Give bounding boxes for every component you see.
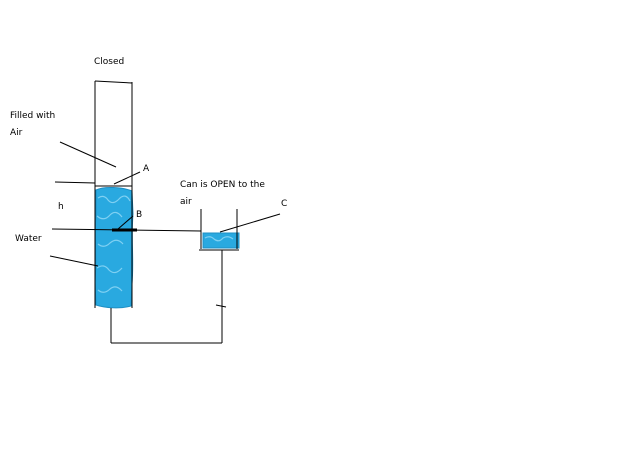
filled-with-label: Filled with [10, 111, 55, 121]
reference-lines [51, 181, 202, 232]
height-label: h [58, 202, 64, 212]
point-a-label: A [143, 164, 150, 174]
water-label: Water [15, 234, 42, 244]
leader-lines [49, 141, 281, 267]
point-b-label: B [136, 210, 142, 220]
can-open-label: Can is OPEN to the [180, 180, 265, 190]
air-label: Air [10, 128, 23, 138]
point-c-label: C [281, 199, 287, 209]
can-air-label: air [180, 197, 192, 207]
closed-label: Closed [94, 57, 124, 67]
closed-tube [94, 80, 133, 308]
tube-water [94, 187, 134, 309]
connecting-pipe [110, 250, 227, 344]
open-can [199, 209, 240, 251]
